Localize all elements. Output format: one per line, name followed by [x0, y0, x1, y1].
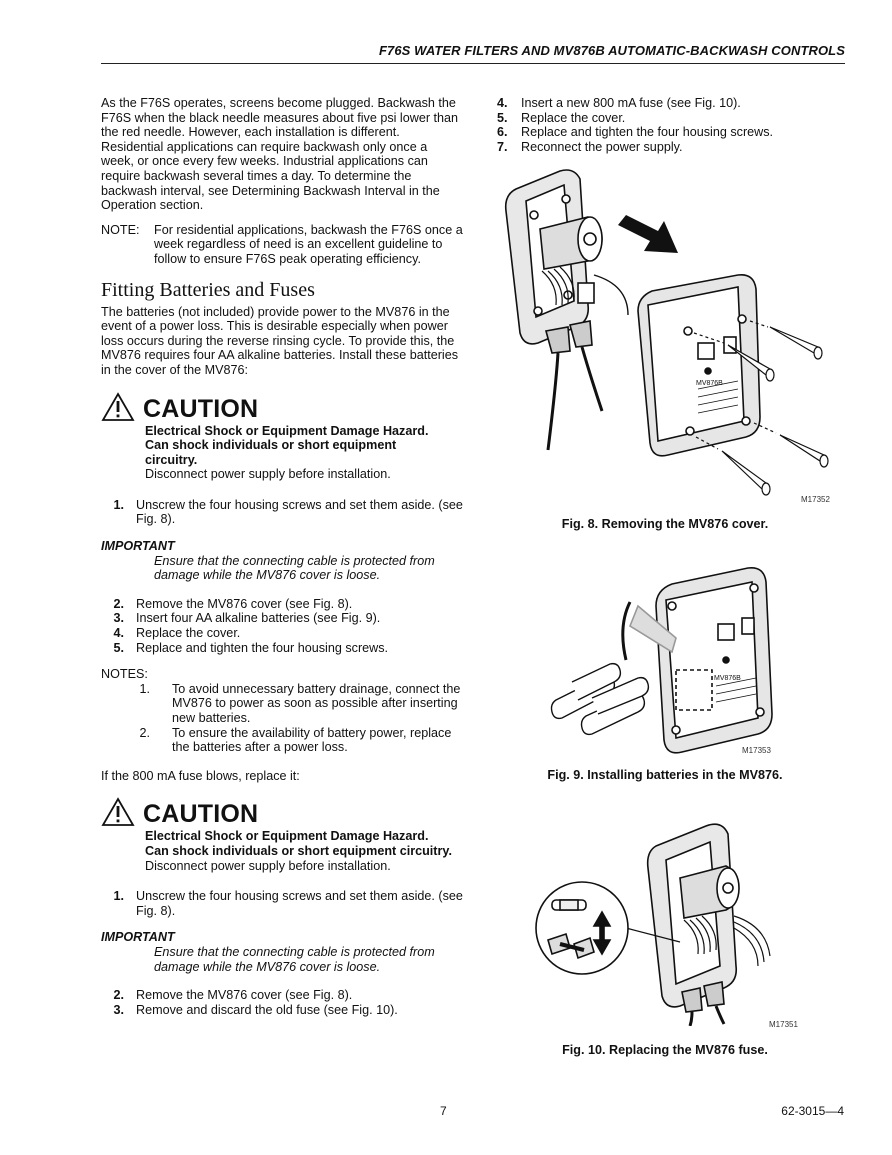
list-item: 2.Remove the MV876 cover (see Fig. 8). — [113, 596, 353, 611]
important-label: IMPORTANT — [101, 930, 175, 945]
right-column: 4.Insert a new 800 mA fuse (see Fig. 10)… — [497, 96, 847, 154]
document-code: 62-3015—4 — [781, 1104, 844, 1118]
fig8-code: M17352 — [801, 495, 830, 504]
list-item: 1.Unscrew the four housing screws and se… — [113, 497, 463, 527]
list-item: 4.Insert a new 800 mA fuse (see Fig. 10)… — [497, 96, 741, 110]
fig8-caption: Fig. 8. Removing the MV876 cover. — [561, 517, 769, 531]
fig9-illustration: MV876B — [550, 566, 773, 754]
caution-instruction: Disconnect power supply before installat… — [145, 467, 391, 482]
steps-list-b: 2.Remove the MV876 cover (see Fig. 8). 3… — [101, 597, 463, 655]
note-text: For residential applications, backwash t… — [154, 222, 463, 266]
fig9-device-label: MV876B — [714, 675, 741, 682]
note-block: NOTE: For residential applications, back… — [101, 223, 463, 267]
warning-triangle-icon — [101, 797, 135, 827]
intro-paragraph: As the F76S operates, screens become plu… — [101, 96, 459, 213]
section-paragraph: The batteries (not included) provide pow… — [101, 304, 459, 377]
fig8-device-label: MV876B — [696, 380, 723, 387]
header-rule — [101, 63, 845, 64]
fig9-caption: Fig. 9. Installing batteries in the MV87… — [547, 768, 783, 782]
caution-block-2: CAUTION Electrical Shock or Equipment Da… — [101, 797, 463, 873]
list-item: 4.Replace the cover. — [113, 626, 241, 641]
steps-list-a: 1.Unscrew the four housing screws and se… — [101, 498, 463, 527]
section-title: Fitting Batteries and Fuses — [101, 278, 315, 301]
caution-block-1: CAUTION Electrical Shock or Equipment Da… — [101, 391, 463, 482]
fig9-code: M17353 — [742, 746, 771, 755]
caution-detail: Can shock individuals or short equipment… — [145, 438, 397, 467]
note-label: NOTE: — [101, 222, 140, 237]
caution-detail: Can shock individuals or short equipment… — [145, 843, 452, 858]
running-header: F76S WATER FILTERS AND MV876B AUTOMATIC-… — [378, 43, 845, 58]
important-text: Ensure that the connecting cable is prot… — [154, 553, 435, 583]
fuse-intro: If the 800 mA fuse blows, replace it: — [101, 768, 300, 783]
steps-list-e: 4.Insert a new 800 mA fuse (see Fig. 10)… — [497, 96, 847, 154]
notes-list: 1.To avoid unnecessary battery drainage,… — [101, 682, 463, 755]
warning-triangle-icon — [101, 391, 135, 421]
list-item: 5.Replace the cover. — [497, 110, 626, 125]
list-item: 5.Replace and tighten the four housing s… — [113, 640, 389, 655]
fig10-caption: Fig. 10. Replacing the MV876 fuse. — [562, 1043, 768, 1057]
list-item: 3.Remove and discard the old fuse (see F… — [113, 1002, 398, 1017]
list-item: 7.Reconnect the power supply. — [497, 139, 683, 154]
important-label: IMPORTANT — [101, 539, 175, 554]
caution-hazard: Electrical Shock or Equipment Damage Haz… — [145, 423, 429, 438]
list-item: 2.To ensure the availability of battery … — [139, 725, 452, 755]
fig10-code: M17351 — [769, 1020, 798, 1029]
page-number: 7 — [440, 1104, 447, 1118]
caution-heading: CAUTION — [143, 800, 259, 829]
important-text: Ensure that the connecting cable is prot… — [154, 944, 435, 974]
caution-heading: CAUTION — [143, 394, 259, 423]
list-item: 6.Replace and tighten the four housing s… — [497, 125, 774, 140]
fig10-illustration — [535, 823, 771, 1026]
steps-list-c: 1.Unscrew the four housing screws and se… — [101, 889, 463, 918]
caution-instruction: Disconnect power supply before installat… — [145, 858, 391, 873]
left-column: As the F76S operates, screens become plu… — [101, 96, 463, 1017]
list-item: 3.Insert four AA alkaline batteries (see… — [113, 611, 381, 626]
fig8-illustration: MV876B — [504, 169, 829, 496]
list-item: 1.Unscrew the four housing screws and se… — [113, 889, 463, 918]
caution-hazard: Electrical Shock or Equipment Damage Haz… — [145, 829, 429, 844]
list-item: 1.To avoid unnecessary battery drainage,… — [139, 681, 461, 725]
steps-list-d: 2.Remove the MV876 cover (see Fig. 8). 3… — [101, 988, 463, 1017]
list-item: 2.Remove the MV876 cover (see Fig. 8). — [113, 988, 353, 1003]
notes-label: NOTES: — [101, 667, 148, 682]
